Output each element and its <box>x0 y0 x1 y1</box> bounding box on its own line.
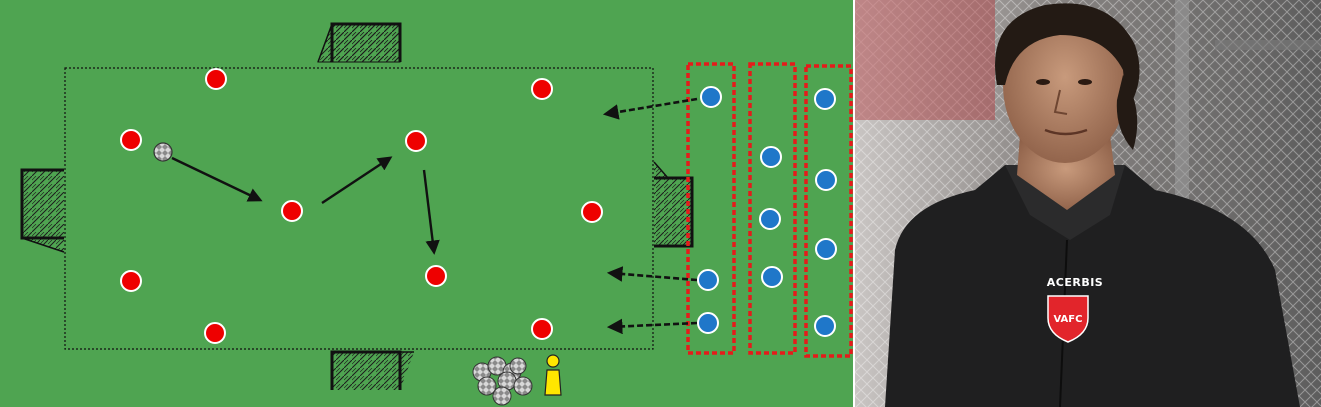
coach-marker <box>544 354 562 396</box>
club-badge <box>1047 295 1089 343</box>
blue-player <box>760 146 782 168</box>
red-players <box>120 68 603 344</box>
blue-player <box>814 88 836 110</box>
pass-arrow-2 <box>321 156 393 205</box>
club-badge-text: VAFC <box>1054 314 1083 325</box>
red-player <box>531 78 553 100</box>
blue-player <box>815 238 837 260</box>
drill-diagram <box>0 0 853 407</box>
red-player <box>581 201 603 223</box>
waiting-zone-3 <box>804 64 853 358</box>
goal-top <box>317 22 402 63</box>
blue-player <box>815 169 837 191</box>
field-boundary <box>64 67 654 350</box>
red-player <box>120 129 142 151</box>
red-player <box>425 265 447 287</box>
coach-photo: ACERBIS VAFC <box>855 0 1321 407</box>
red-player <box>120 270 142 292</box>
jacket-brand: ACERBIS <box>1047 276 1103 289</box>
face <box>1003 7 1127 163</box>
pitch <box>0 0 853 407</box>
entry-arrow-1 <box>602 97 698 120</box>
red-player <box>281 200 303 222</box>
entry-arrow-2 <box>606 266 698 282</box>
hair <box>995 3 1140 110</box>
red-player <box>531 318 553 340</box>
goal-bottom <box>330 350 414 390</box>
blue-player <box>700 86 722 108</box>
red-player <box>405 130 427 152</box>
jacket <box>885 165 1300 407</box>
blue-player <box>697 312 719 334</box>
blue-players <box>697 86 837 337</box>
waiting-zone-2 <box>748 62 797 355</box>
goal-left <box>20 168 65 253</box>
blue-player <box>759 208 781 230</box>
pass-arrow-3 <box>422 169 440 255</box>
ball <box>153 142 173 162</box>
red-player <box>205 68 227 90</box>
pass-arrow-1 <box>171 156 263 202</box>
blue-player <box>814 315 836 337</box>
ball-pile <box>472 356 533 406</box>
red-player <box>204 322 226 344</box>
goal-right <box>653 161 694 248</box>
blue-player <box>761 266 783 288</box>
blue-player <box>697 269 719 291</box>
entry-arrow-3 <box>606 318 698 335</box>
